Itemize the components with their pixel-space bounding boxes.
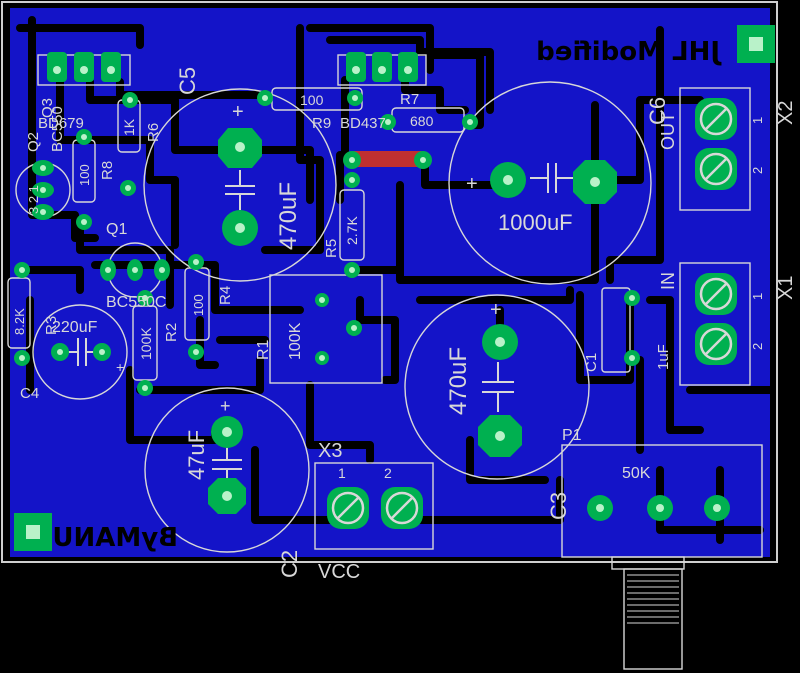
q2-part: BC550 xyxy=(49,106,66,152)
x2-label: OUT xyxy=(658,112,678,150)
p1-shaft-knurl xyxy=(627,574,679,624)
x3-pin1: 1 xyxy=(338,465,346,481)
x3-label: VCC xyxy=(318,561,360,583)
q1-name: Q1 xyxy=(106,221,127,238)
r3-name: R3 xyxy=(43,316,60,335)
c5-outline xyxy=(143,88,337,282)
c6-plus: + xyxy=(466,173,478,195)
r5-name: R5 xyxy=(323,239,340,258)
c6-name: C6 xyxy=(645,97,670,125)
r3-body xyxy=(7,277,31,349)
r8-name: R8 xyxy=(99,161,116,180)
c4-name: C4 xyxy=(20,385,39,402)
x3-name: X3 xyxy=(318,440,342,462)
x1-body xyxy=(679,262,751,386)
q3-name: Q3 xyxy=(39,98,56,118)
copper-text-top: JHL Modified xyxy=(536,37,722,67)
r5-body xyxy=(339,189,365,261)
c2-plus: + xyxy=(220,396,231,416)
r9-value: 100 xyxy=(300,92,324,108)
r6-name: R6 xyxy=(145,123,162,142)
jumper-wire xyxy=(352,151,424,167)
c6-polarity xyxy=(530,163,575,193)
c1-body xyxy=(601,287,631,373)
c5-polarity xyxy=(225,170,255,210)
p1-name: P1 xyxy=(562,427,582,444)
x1-name: X1 xyxy=(775,276,797,300)
r8-value: 100 xyxy=(77,164,92,186)
c3-name: C3 xyxy=(546,492,571,520)
r1-body xyxy=(269,274,383,384)
c4-plus: + xyxy=(116,359,124,375)
q4-part: BD437 xyxy=(340,115,386,132)
c3-polarity xyxy=(482,362,514,412)
x2-pin1: 1 xyxy=(750,117,765,124)
trace-isolation-channels xyxy=(16,16,774,544)
r1-value: 100K xyxy=(287,322,304,360)
r4-name: R4 xyxy=(217,286,234,305)
x3-body xyxy=(314,462,434,550)
c2-name: C2 xyxy=(277,550,302,578)
c6-value: 1000uF xyxy=(498,210,573,235)
c6-outline xyxy=(448,81,652,285)
c3-plus: + xyxy=(490,299,502,321)
q1-part: BC550C xyxy=(106,294,166,311)
c5-plus: + xyxy=(232,101,244,123)
r9-name: R9 xyxy=(312,115,331,132)
c5-name: C5 xyxy=(175,67,200,95)
q3-part: BD679 xyxy=(38,115,84,132)
x2-name: X2 xyxy=(775,101,797,125)
x1-pin2: 2 xyxy=(750,343,765,350)
pads xyxy=(14,25,775,551)
r1-name: R1 xyxy=(255,339,272,360)
x2-pin2: 2 xyxy=(750,167,765,174)
c4-outline xyxy=(32,304,128,400)
r7-value: 680 xyxy=(410,113,434,129)
copper-text-bottom: ByMANU xyxy=(52,523,178,553)
x1-label: IN xyxy=(658,272,678,290)
x1-pin1: 1 xyxy=(750,293,765,300)
c2-value: 47uF xyxy=(184,430,209,480)
r2-value: 100K xyxy=(138,327,154,360)
c1-name: C1 xyxy=(583,353,600,372)
x2-body xyxy=(679,87,751,211)
r3-value: 8.2K xyxy=(12,308,27,335)
r5-value: 2.7K xyxy=(344,216,360,245)
q2-name: Q2 xyxy=(25,132,42,152)
x3-pin2: 2 xyxy=(384,465,392,481)
r4-value: 100 xyxy=(191,294,206,316)
c4-value: 220uF xyxy=(52,319,98,336)
r2-name: R2 xyxy=(163,323,180,342)
c5-value: 470uF xyxy=(275,182,302,250)
silkscreen-text: C5 470uF C6 1000uF C3 470uF C2 47uF C4 2… xyxy=(12,67,797,583)
c3-outline xyxy=(404,294,590,480)
c2-outline xyxy=(144,387,310,553)
r7-name: R7 xyxy=(400,91,419,108)
q2-pins: 3 2 1 xyxy=(26,185,41,214)
p1-shaft xyxy=(623,568,683,670)
r6-value: 1K xyxy=(121,118,137,136)
board-outline xyxy=(1,1,778,563)
c3-value: 470uF xyxy=(445,347,472,415)
c1-value: 1uF xyxy=(655,344,672,370)
p1-value: 50K xyxy=(622,465,651,482)
